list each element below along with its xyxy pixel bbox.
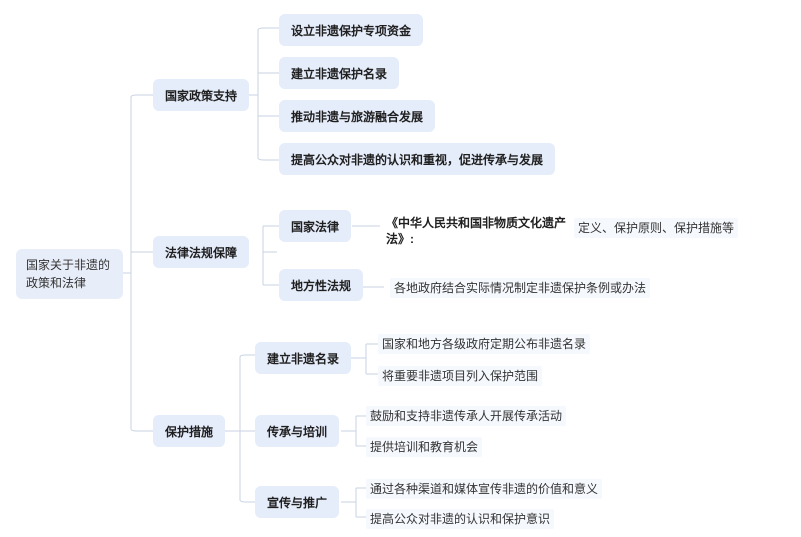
measure-list-item: 将重要非遗项目列入保护范围 xyxy=(378,366,543,386)
measure-promotion-item: 通过各种渠道和媒体宣传非遗的价值和意义 xyxy=(366,479,603,499)
branch-law-label: 法律法规保障 xyxy=(165,245,238,260)
branch-measures[interactable]: 保护措施 xyxy=(153,415,226,447)
law-local[interactable]: 地方性法规 xyxy=(279,269,364,301)
policy-item[interactable]: 设立非遗保护专项资金 xyxy=(279,14,424,46)
root-label: 国家关于非遗的政策和法律 xyxy=(26,258,111,290)
policy-item[interactable]: 提高公众对非遗的认识和重视，促进传承与发展 xyxy=(279,143,556,175)
policy-item-label: 推动非遗与旅游融合发展 xyxy=(291,109,424,124)
branch-policy-label: 国家政策支持 xyxy=(165,88,238,103)
measure-training-item: 鼓励和支持非遗传承人开展传承活动 xyxy=(366,406,567,426)
law-national-label: 国家法律 xyxy=(291,219,340,234)
policy-item[interactable]: 推动非遗与旅游融合发展 xyxy=(279,100,436,132)
law-national[interactable]: 国家法律 xyxy=(279,210,352,242)
policy-item[interactable]: 建立非遗保护名录 xyxy=(279,57,400,89)
measure-list-label: 建立非遗名录 xyxy=(267,351,340,366)
root-node[interactable]: 国家关于非遗的政策和法律 xyxy=(16,249,123,299)
law-national-detail: 定义、保护原则、保护措施等 xyxy=(574,218,739,238)
measure-list[interactable]: 建立非遗名录 xyxy=(255,342,352,374)
measure-list-item: 国家和地方各级政府定期公布非遗名录 xyxy=(378,334,591,354)
policy-item-label: 建立非遗保护名录 xyxy=(291,66,388,81)
measure-training-label: 传承与培训 xyxy=(267,424,328,439)
branch-policy[interactable]: 国家政策支持 xyxy=(153,79,250,111)
measure-promotion[interactable]: 宣传与推广 xyxy=(255,486,340,518)
measure-training-item: 提供培训和教育机会 xyxy=(366,437,483,457)
law-local-detail: 各地政府结合实际情况制定非遗保护条例或办法 xyxy=(390,278,651,298)
measure-training[interactable]: 传承与培训 xyxy=(255,415,340,447)
law-national-title: 《中华人民共和国非物质文化遗产法》: xyxy=(386,216,567,246)
measure-promotion-label: 宣传与推广 xyxy=(267,495,328,510)
law-local-label: 地方性法规 xyxy=(291,278,352,293)
policy-item-label: 提高公众对非遗的认识和重视，促进传承与发展 xyxy=(291,152,544,167)
branch-measures-label: 保护措施 xyxy=(165,424,214,439)
policy-item-label: 设立非遗保护专项资金 xyxy=(291,23,412,38)
branch-law[interactable]: 法律法规保障 xyxy=(153,236,250,268)
measure-promotion-item: 提高公众对非遗的认识和保护意识 xyxy=(366,509,555,529)
